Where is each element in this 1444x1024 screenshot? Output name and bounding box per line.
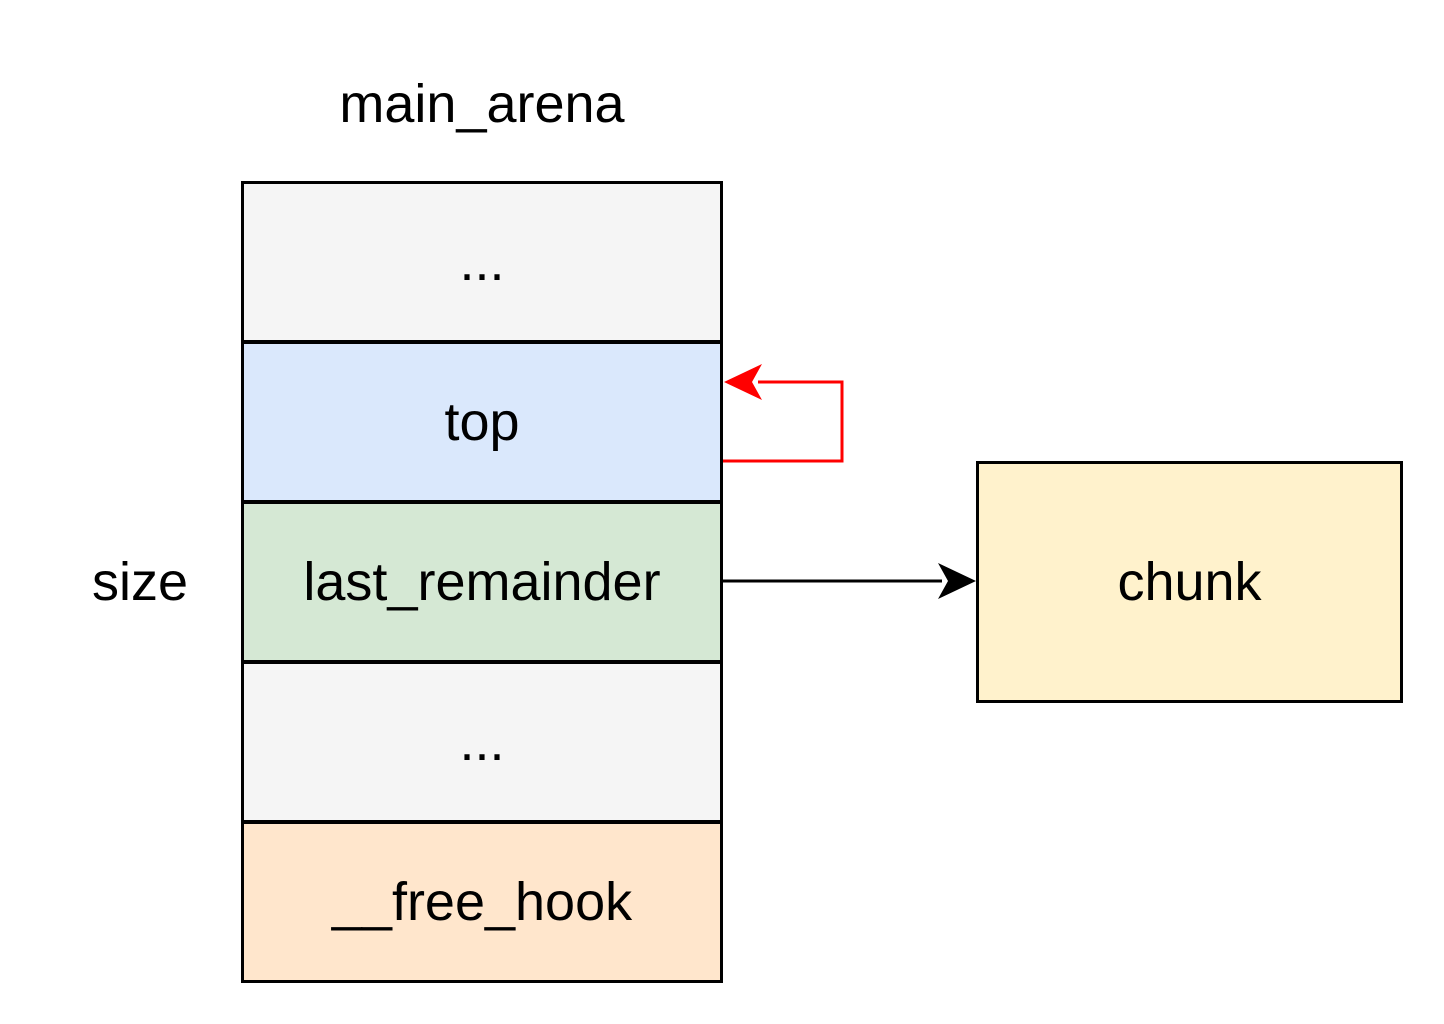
main-arena-title: main_arena <box>339 74 625 134</box>
main-arena-struct: ... top last_remainder ... __free_hook <box>241 181 723 983</box>
cell-free-hook: __free_hook <box>241 821 723 983</box>
cell-top: top <box>241 341 723 503</box>
cell-ellipsis-top: ... <box>241 181 723 343</box>
last-remainder-to-chunk-arrow <box>723 563 976 599</box>
cell-ellipsis-bottom: ... <box>241 661 723 823</box>
chunk-box: chunk <box>976 461 1403 703</box>
size-label: size <box>91 552 189 612</box>
self-loop-arrow <box>723 364 844 463</box>
cell-last-remainder: last_remainder <box>241 501 723 663</box>
